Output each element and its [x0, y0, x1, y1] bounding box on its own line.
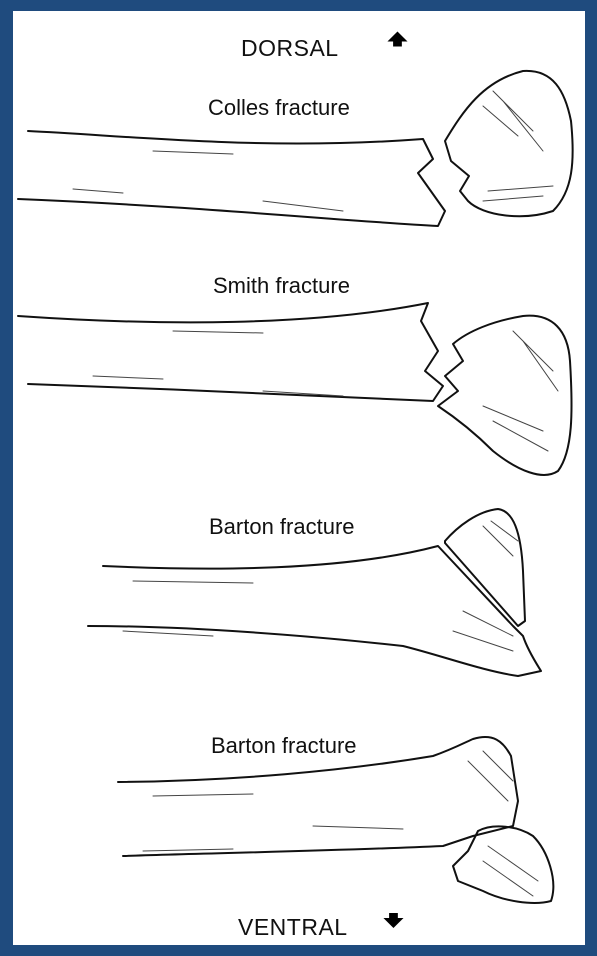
diagram-panel: DORSAL 🠹 Colles fracture Smith fracture … — [13, 11, 585, 945]
barton-fracture-dorsal-bone — [88, 509, 541, 676]
barton-fracture-volar-bone — [118, 737, 553, 903]
smith-fracture-bone — [18, 303, 572, 475]
colles-fracture-bone — [18, 71, 573, 226]
fracture-illustrations — [13, 11, 585, 945]
